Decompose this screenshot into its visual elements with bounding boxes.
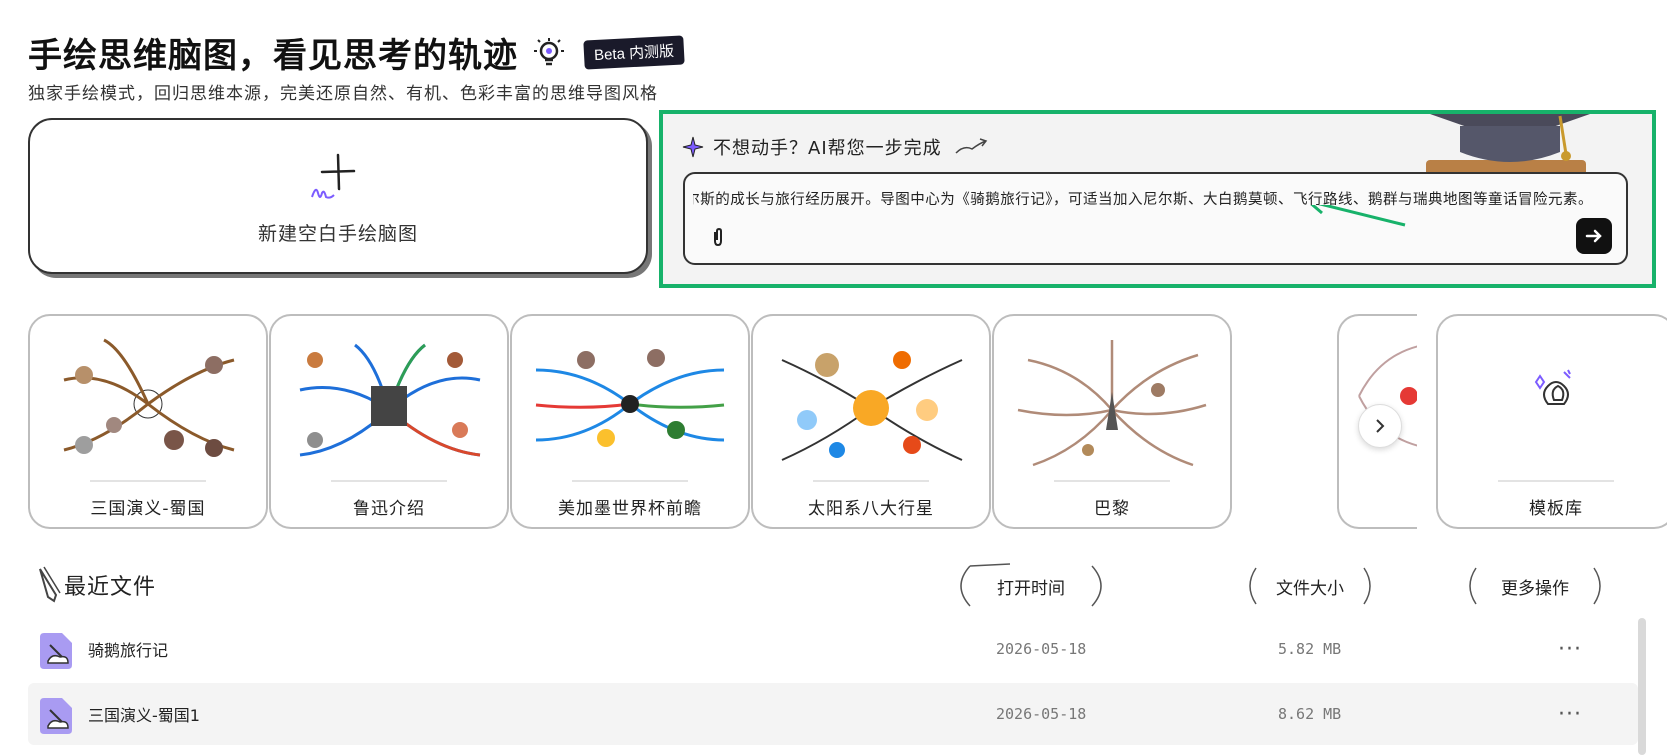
template-card[interactable]: 巴黎 (992, 314, 1232, 529)
template-thumbnail (535, 349, 725, 447)
template-card[interactable]: 太阳系八大行星 (751, 314, 991, 529)
template-thumbnail (1358, 345, 1417, 447)
template-thumbnail (781, 351, 963, 461)
annotation-arrow (1310, 205, 1406, 227)
template-thumbnail (63, 338, 235, 457)
template-label: 鲁迅介绍 (353, 499, 425, 519)
ai-panel-highlight (659, 110, 1656, 288)
scrollbar[interactable] (1638, 618, 1646, 755)
template-thumbnail (1017, 340, 1207, 467)
ai-panel: 不想动手？AI帮您一步完成 尔斯的成长与旅行经历展开。导图中心为《骑鹅旅行记》，… (663, 114, 1652, 284)
file-date: 2026-05-18 (996, 705, 1087, 723)
arrow-right-icon (1585, 229, 1602, 243)
ai-panel-title: 不想动手？AI帮您一步完成 (713, 138, 942, 159)
mindmap-file-icon (40, 633, 72, 669)
ai-prompt-input[interactable]: 尔斯的成长与旅行经历展开。导图中心为《骑鹅旅行记》，可适当加入尼尔斯、大白鹅莫顿… (683, 172, 1628, 265)
pencil-icon (39, 566, 61, 603)
new-blank-mindmap-button[interactable]: 新建空白手绘脑图 (28, 118, 648, 274)
file-name: 骑鹅旅行记 (88, 641, 169, 660)
template-carousel: 三国演义-蜀国 鲁迅介绍 美加墨世界杯前瞻 (28, 314, 1667, 534)
more-options-icon[interactable]: ··· (1558, 636, 1582, 662)
sort-by-file-size[interactable]: 文件大小 (1240, 562, 1380, 610)
template-library-label: 模板库 (1529, 499, 1583, 519)
template-label: 太阳系八大行星 (808, 499, 934, 519)
ai-prompt-text[interactable]: 尔斯的成长与旅行经历展开。导图中心为《骑鹅旅行记》，可适当加入尼尔斯、大白鹅莫顿… (693, 192, 1593, 208)
column-open-time: 打开时间 (997, 578, 1065, 599)
template-label: 美加墨世界杯前瞻 (558, 499, 702, 519)
template-label: 三国演义-蜀国 (90, 499, 206, 519)
new-card-label: 新建空白手绘脑图 (257, 222, 418, 245)
scribble-icon (955, 138, 987, 154)
send-button[interactable] (1576, 218, 1612, 254)
shapes-icon (1534, 369, 1571, 405)
template-label: 巴黎 (1094, 499, 1130, 519)
plus-icon (311, 153, 356, 199)
file-size: 8.62 MB (1278, 705, 1342, 723)
file-row[interactable]: 骑鹅旅行记 2026-05-18 5.82 MB ··· (28, 618, 1638, 680)
column-file-size: 文件大小 (1276, 578, 1344, 599)
sparkle-icon (682, 136, 704, 158)
chevron-right-icon (1376, 419, 1385, 433)
carousel-next-button[interactable] (1358, 404, 1402, 448)
mindmap-file-icon (40, 698, 72, 734)
template-library-button[interactable]: 模板库 (1436, 314, 1667, 529)
more-actions-button[interactable]: 更多操作 (1460, 562, 1610, 610)
column-more-actions: 更多操作 (1501, 578, 1569, 599)
file-row[interactable]: 三国演义-蜀国1 2026-05-18 8.62 MB ··· (28, 683, 1638, 745)
beta-badge: Beta 内测版 (583, 35, 685, 70)
template-card[interactable]: 三国演义-蜀国 (28, 314, 268, 529)
recent-files-header: 最近文件 (34, 565, 156, 605)
header: 手绘思维脑图，看见思考的轨迹 Beta 内测版 (28, 28, 685, 77)
page-title: 手绘思维脑图，看见思考的轨迹 (28, 36, 518, 76)
template-card[interactable]: 鲁迅介绍 (269, 314, 509, 529)
file-size: 5.82 MB (1278, 640, 1342, 658)
paperclip-icon[interactable] (707, 226, 729, 248)
file-date: 2026-05-18 (996, 640, 1087, 658)
file-name: 三国演义-蜀国1 (88, 706, 200, 725)
recent-files-title: 最近文件 (64, 575, 157, 600)
lightbulb-icon (534, 37, 564, 65)
more-options-icon[interactable]: ··· (1558, 701, 1582, 727)
page-subtitle: 独家手绘模式，回归思维本源，完美还原自然、有机、色彩丰富的思维导图风格 (28, 84, 658, 104)
ai-panel-header: 不想动手？AI帮您一步完成 (681, 134, 988, 160)
template-thumbnail (299, 343, 481, 457)
template-card[interactable]: 美加墨世界杯前瞻 (510, 314, 750, 529)
sort-by-open-time[interactable]: 打开时间 (950, 562, 1112, 610)
